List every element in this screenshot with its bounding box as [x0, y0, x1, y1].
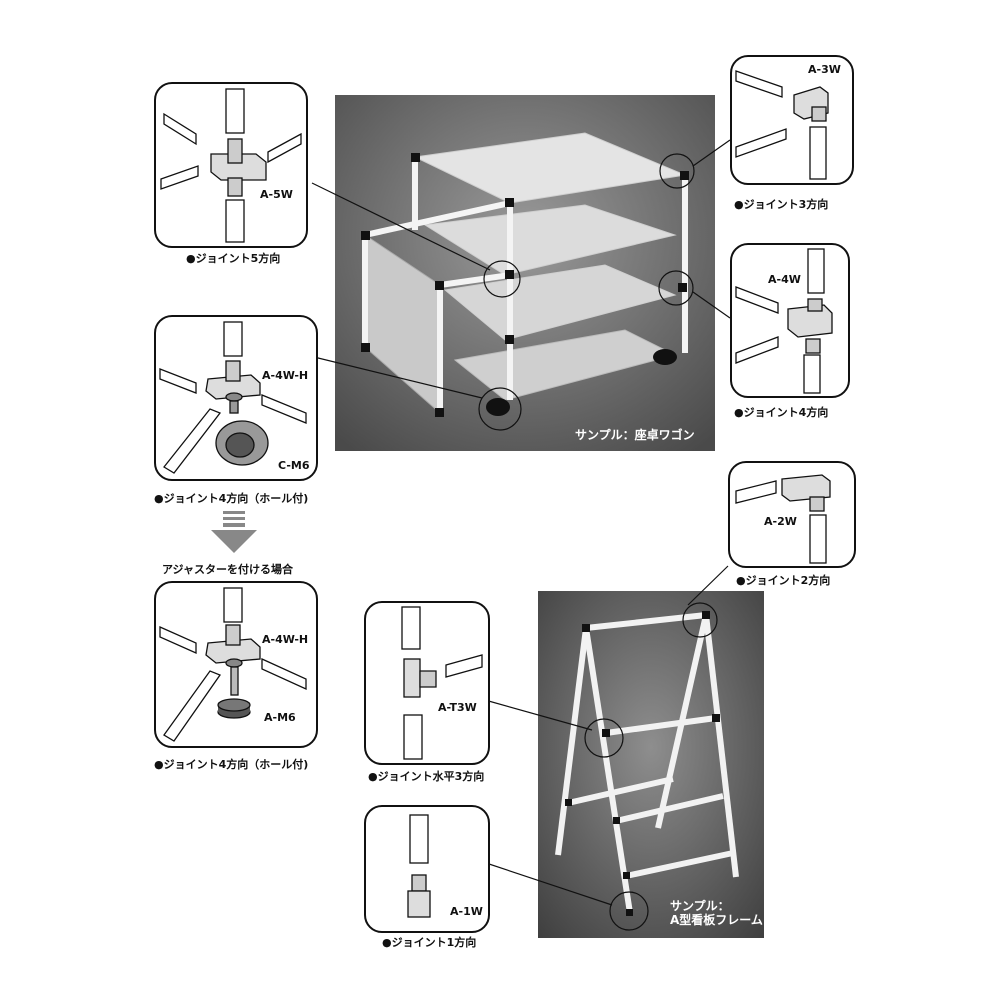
joint-a5w-icon	[160, 88, 302, 243]
wagon-illustration	[335, 95, 715, 451]
joint-code: A-3W	[808, 63, 841, 76]
caption-a4wh-adjuster: ●ジョイント4方向（ホール付)	[154, 758, 309, 771]
wagon-photo: サンプル：座卓ワゴン	[335, 95, 715, 451]
joint-code: A-2W	[764, 515, 797, 528]
joint-code: A-4W-H	[262, 369, 309, 382]
wagon-photo-label: サンプル：座卓ワゴン	[575, 428, 695, 442]
joint-a4wh-caster-icon	[159, 321, 307, 474]
panel-a4w: A-4W	[730, 243, 850, 398]
joint-code: A-T3W	[438, 701, 477, 714]
joint-a3w-icon	[735, 70, 829, 180]
panel-a1w: A-1W	[364, 805, 490, 933]
caption-a3w: ●ジョイント3方向	[734, 198, 829, 211]
panel-a5w: A-5W	[154, 82, 308, 248]
caster-code: C-M6	[278, 459, 310, 472]
joint-a4w-icon	[735, 248, 833, 394]
caption-adjuster: アジャスターを付ける場合	[162, 563, 294, 576]
joint-code: A-5W	[260, 188, 293, 201]
joint-code: A-4W-H	[262, 633, 309, 646]
joint-code: A-4W	[768, 273, 801, 286]
joint-a4wh-adjuster-icon	[159, 587, 307, 742]
joint-code: A-1W	[450, 905, 483, 918]
aframe-illustration	[538, 591, 764, 938]
joint-a1w-icon	[407, 814, 431, 918]
down-arrow-icon	[211, 511, 257, 553]
caption-a2w: ●ジョイント2方向	[736, 574, 831, 587]
panel-a4wh-caster: A-4W-H C-M6	[154, 315, 318, 481]
caption-a1w: ●ジョイント1方向	[382, 936, 477, 949]
panel-a4wh-adjuster: A-4W-H A-M6	[154, 581, 318, 748]
panel-a3w: A-3W	[730, 55, 854, 185]
caption-a5w: ●ジョイント5方向	[186, 252, 281, 265]
aframe-photo-label-line2: A型看板フレーム	[670, 913, 763, 927]
aframe-photo: サンプル： A型看板フレーム	[538, 591, 764, 938]
joint-a2w-icon	[735, 474, 831, 564]
caption-a4wh-caster: ●ジョイント4方向（ホール付)	[154, 492, 309, 505]
adjuster-code: A-M6	[264, 711, 296, 724]
caption-at3w: ●ジョイント水平3方向	[368, 770, 485, 783]
caption-a4w: ●ジョイント4方向	[734, 406, 829, 419]
panel-a2w: A-2W	[728, 461, 856, 568]
joint-at3w-icon	[401, 606, 483, 760]
panel-at3w: A-T3W	[364, 601, 490, 765]
aframe-photo-label-line1: サンプル：	[670, 899, 730, 913]
